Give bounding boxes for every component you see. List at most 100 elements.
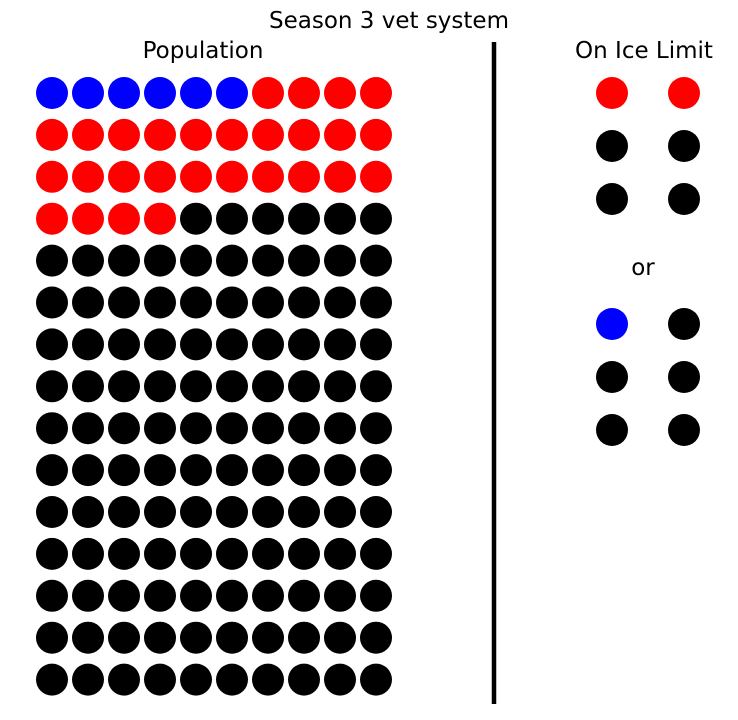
population-dot-red <box>72 202 104 235</box>
population-dot-red <box>144 118 176 151</box>
population-dot-black <box>324 496 356 528</box>
population-dot-black <box>216 537 248 570</box>
population-dot-black <box>180 663 212 696</box>
population-dot-black <box>36 286 68 319</box>
population-dot-black <box>216 370 248 403</box>
population-dot-black <box>324 663 356 696</box>
population-dot-black <box>252 621 284 654</box>
population-dot-red <box>108 160 140 193</box>
population-dot-black <box>216 579 248 612</box>
population-dot-black <box>144 621 176 654</box>
population-dot-black <box>180 244 212 277</box>
population-dot-black <box>144 537 176 570</box>
population-dot-black <box>252 663 284 696</box>
population-dot-black <box>324 328 356 361</box>
population-dot-red <box>36 160 68 193</box>
population-dot-black <box>72 286 104 319</box>
population-dot-black <box>36 328 68 361</box>
population-dot-black <box>180 328 212 361</box>
option-b-dot-black <box>596 414 628 446</box>
population-dot-black <box>144 579 176 612</box>
population-dot-black <box>360 621 392 654</box>
population-dot-black <box>216 412 248 445</box>
population-dot-black <box>216 496 248 528</box>
population-dot-black <box>72 496 104 528</box>
population-dot-black <box>144 328 176 361</box>
population-dot-black <box>180 579 212 612</box>
population-dot-red <box>180 118 212 151</box>
option-a-dot-red <box>596 77 628 109</box>
population-dot-black <box>324 202 356 235</box>
population-grid <box>36 77 392 696</box>
population-dot-black <box>72 328 104 361</box>
population-dot-black <box>36 412 68 445</box>
option-a-dot-red <box>668 77 700 109</box>
population-dot-black <box>288 286 320 319</box>
population-dot-black <box>360 663 392 696</box>
population-dot-black <box>180 454 212 487</box>
population-dot-black <box>180 202 212 235</box>
population-dot-black <box>288 537 320 570</box>
population-dot-red <box>108 118 140 151</box>
population-dot-black <box>108 412 140 445</box>
figure-title: Season 3 vet system <box>269 8 509 34</box>
population-dot-black <box>216 244 248 277</box>
population-dot-black <box>360 244 392 277</box>
option-a-dot-black <box>596 183 628 215</box>
population-dot-black <box>144 412 176 445</box>
population-dot-black <box>252 454 284 487</box>
population-dot-black <box>36 496 68 528</box>
population-dot-red <box>216 160 248 193</box>
population-dot-black <box>144 454 176 487</box>
population-dot-black <box>288 370 320 403</box>
population-dot-black <box>180 412 212 445</box>
population-dot-black <box>72 579 104 612</box>
on-ice-option-b <box>596 308 700 446</box>
population-dot-black <box>216 328 248 361</box>
population-dot-red <box>288 118 320 151</box>
population-dot-black <box>324 454 356 487</box>
population-dot-black <box>36 454 68 487</box>
population-dot-red <box>360 77 392 109</box>
population-dot-black <box>36 537 68 570</box>
population-dot-black <box>288 621 320 654</box>
on-ice-option-a <box>596 77 700 215</box>
population-dot-red <box>288 77 320 109</box>
population-dot-black <box>252 286 284 319</box>
population-dot-black <box>252 496 284 528</box>
on-ice-limit-label: On Ice Limit <box>575 38 713 64</box>
population-dot-black <box>108 454 140 487</box>
population-dot-black <box>360 537 392 570</box>
population-dot-black <box>288 412 320 445</box>
population-dot-blue <box>36 77 68 109</box>
population-dot-black <box>216 202 248 235</box>
population-dot-black <box>252 328 284 361</box>
population-dot-black <box>288 579 320 612</box>
population-dot-red <box>72 118 104 151</box>
population-dot-black <box>108 244 140 277</box>
option-a-dot-black <box>668 130 700 162</box>
population-dot-black <box>72 537 104 570</box>
population-dot-black <box>324 621 356 654</box>
population-dot-black <box>252 537 284 570</box>
population-dot-black <box>252 412 284 445</box>
population-dot-blue <box>216 77 248 109</box>
or-separator: or <box>631 255 655 281</box>
population-dot-black <box>216 621 248 654</box>
population-dot-red <box>360 118 392 151</box>
population-dot-black <box>36 621 68 654</box>
population-dot-black <box>324 370 356 403</box>
option-a-dot-black <box>668 183 700 215</box>
population-dot-black <box>360 202 392 235</box>
population-dot-red <box>108 202 140 235</box>
population-dot-black <box>72 621 104 654</box>
population-dot-blue <box>144 77 176 109</box>
population-dot-black <box>288 328 320 361</box>
option-b-dot-black <box>596 361 628 393</box>
population-dot-red <box>144 160 176 193</box>
population-dot-black <box>360 412 392 445</box>
population-dot-black <box>180 537 212 570</box>
population-dot-black <box>108 328 140 361</box>
population-dot-black <box>288 663 320 696</box>
population-dot-black <box>324 412 356 445</box>
